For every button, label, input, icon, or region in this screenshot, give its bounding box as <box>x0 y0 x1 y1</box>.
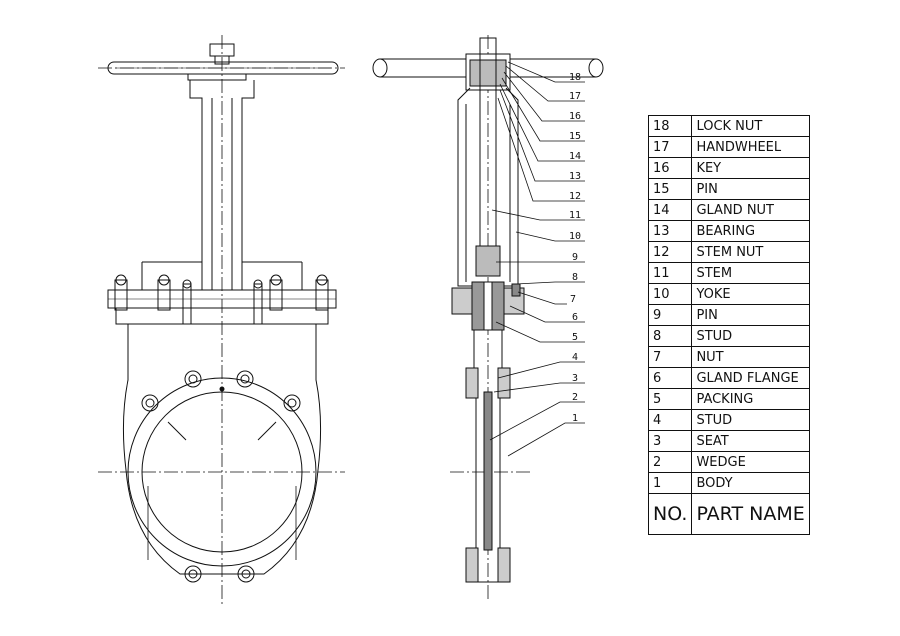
part-name: HANDWHEEL <box>691 136 810 158</box>
part-number: 12 <box>647 241 693 263</box>
part-number: 6 <box>647 367 693 389</box>
part-number: 13 <box>647 220 693 242</box>
side-gland <box>451 281 525 331</box>
front-body-outline <box>122 324 322 575</box>
callout-3: 3 <box>572 373 578 384</box>
part-number: 1 <box>647 472 693 494</box>
part-number: 10 <box>647 283 693 305</box>
callout-7: 7 <box>570 294 576 305</box>
part-number: 14 <box>647 199 693 221</box>
part-name: STUD <box>691 409 810 431</box>
callout-16: 16 <box>569 111 581 122</box>
part-number: 9 <box>647 304 693 326</box>
side-view <box>372 35 604 600</box>
callout-12: 12 <box>569 191 581 202</box>
part-number: 4 <box>647 409 693 431</box>
part-number: 17 <box>647 136 693 158</box>
front-view <box>98 35 345 605</box>
part-name: WEDGE <box>691 451 810 473</box>
part-name: LOCK NUT <box>691 115 810 137</box>
part-number: 18 <box>647 115 693 137</box>
callout-8: 8 <box>572 272 578 283</box>
part-name: PIN <box>691 304 810 326</box>
side-handwheel <box>372 37 604 269</box>
leader-lines <box>489 61 585 457</box>
callout-14: 14 <box>569 151 581 162</box>
header-no: NO. <box>647 493 693 535</box>
callout-17: 17 <box>569 91 581 102</box>
part-name: KEY <box>691 157 810 179</box>
part-name: YOKE <box>691 283 810 305</box>
callout-1: 1 <box>572 413 578 424</box>
parts-table-header: NO. PART NAME <box>647 493 810 535</box>
callout-10: 10 <box>569 231 581 242</box>
front-top-flange <box>107 274 337 325</box>
header-part-name: PART NAME <box>691 493 810 535</box>
part-name: NUT <box>691 346 810 368</box>
part-number: 8 <box>647 325 693 347</box>
part-name: GLAND FLANGE <box>691 367 810 389</box>
flange-bolts <box>114 274 329 325</box>
callout-13: 13 <box>569 171 581 182</box>
callout-18: 18 <box>569 72 581 83</box>
part-name: BEARING <box>691 220 810 242</box>
callout-15: 15 <box>569 131 581 142</box>
part-name: STEM <box>691 262 810 284</box>
part-number: 15 <box>647 178 693 200</box>
part-name: STEM NUT <box>691 241 810 263</box>
front-handwheel <box>107 43 339 81</box>
part-number: 2 <box>647 451 693 473</box>
part-name: SEAT <box>691 430 810 452</box>
callout-2: 2 <box>572 392 578 403</box>
part-name: BODY <box>691 472 810 494</box>
side-yoke <box>457 87 519 287</box>
part-number: 11 <box>647 262 693 284</box>
part-number: 7 <box>647 346 693 368</box>
callout-labels: 18 17 16 15 14 13 12 11 10 9 8 7 6 5 4 3… <box>569 72 581 424</box>
part-name: STUD <box>691 325 810 347</box>
callout-11: 11 <box>569 210 581 221</box>
part-name: PIN <box>691 178 810 200</box>
callout-6: 6 <box>572 312 578 323</box>
part-name: GLAND NUT <box>691 199 810 221</box>
front-bolt-lugs <box>141 370 301 583</box>
callout-5: 5 <box>572 332 578 343</box>
part-name: PACKING <box>691 388 810 410</box>
part-number: 5 <box>647 388 693 410</box>
part-number: 3 <box>647 430 693 452</box>
callout-9: 9 <box>572 252 578 263</box>
callout-4: 4 <box>572 352 578 363</box>
part-number: 16 <box>647 157 693 179</box>
front-bore <box>127 377 317 567</box>
